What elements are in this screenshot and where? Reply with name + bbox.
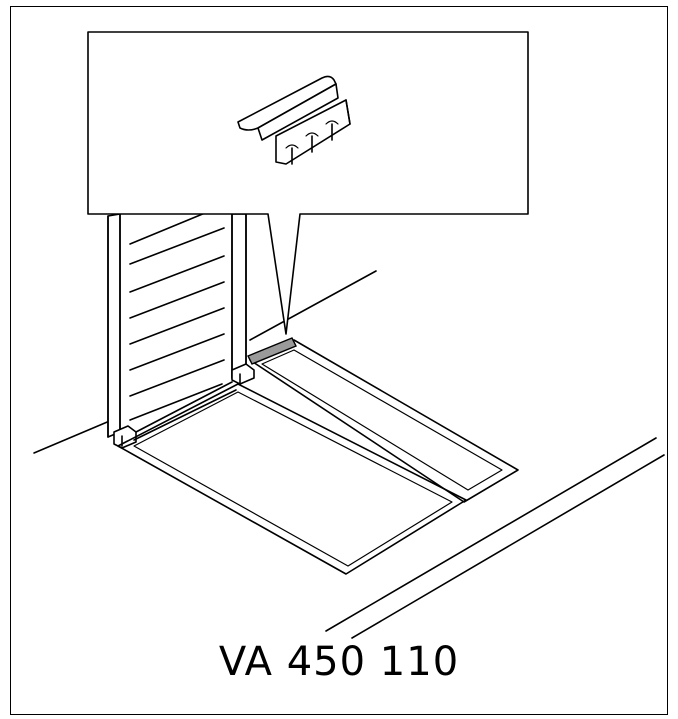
vertical-panel	[107, 213, 247, 438]
counter-edge-back	[33, 270, 377, 454]
detail-callout	[87, 31, 529, 335]
model-number-label: VA 450 110	[218, 639, 460, 685]
lid-panel	[117, 383, 467, 575]
mounting-clip-icon	[237, 75, 351, 165]
clip-location-highlight	[247, 337, 297, 365]
ventilation-slots	[129, 205, 225, 421]
insert-tray	[249, 339, 519, 503]
counter-edge-front	[325, 437, 665, 639]
hinge	[113, 363, 255, 449]
